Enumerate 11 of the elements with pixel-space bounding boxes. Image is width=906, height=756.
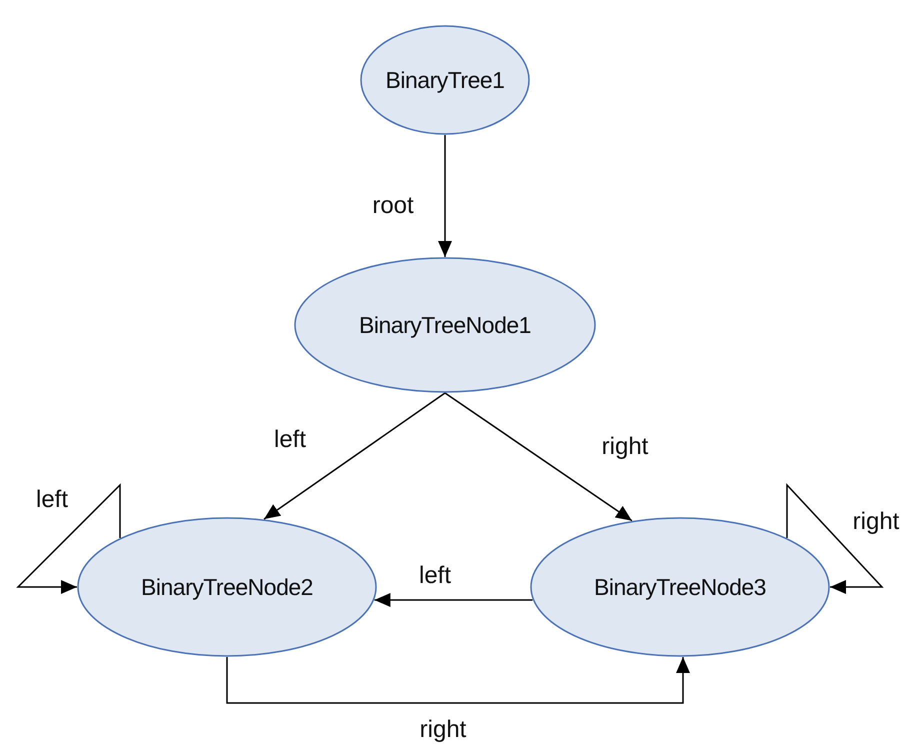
arrow <box>444 392 632 522</box>
arrow <box>226 656 690 704</box>
node-label: BinaryTreeNode3 <box>594 574 766 600</box>
node-label: BinaryTreeNode2 <box>141 574 313 600</box>
node-label: BinaryTree1 <box>386 66 504 94</box>
arrow <box>16 483 121 594</box>
node-label: BinaryTreeNode1 <box>359 312 531 338</box>
arrow <box>786 483 884 594</box>
arrow <box>374 593 533 607</box>
arrow <box>438 135 452 257</box>
arrow <box>264 392 446 520</box>
